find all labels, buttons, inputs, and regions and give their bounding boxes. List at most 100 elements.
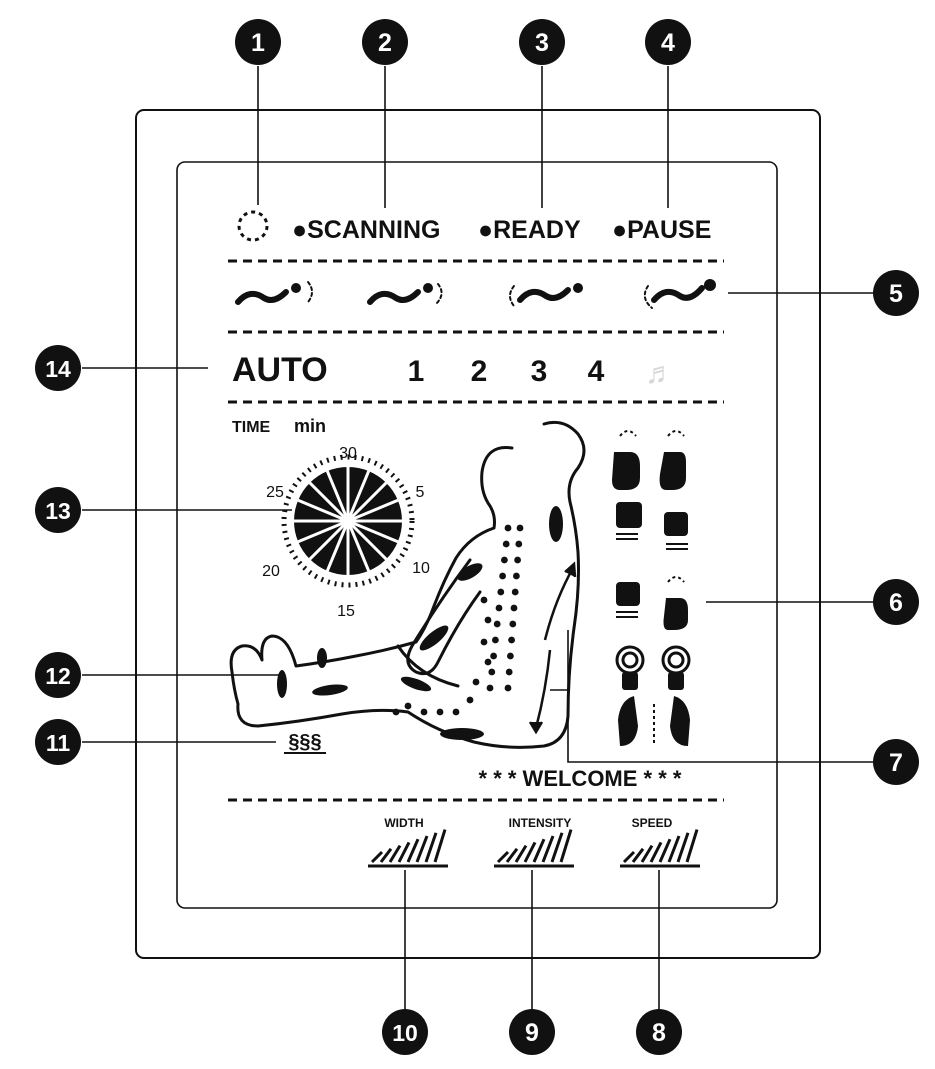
massage-dot (490, 652, 497, 660)
intensity-level-bars (494, 829, 574, 868)
program-2: 2 (471, 355, 488, 388)
massage-dot (504, 684, 512, 692)
level-segment (433, 829, 447, 863)
callout-8-number: 8 (652, 1019, 666, 1047)
timer-spoke (308, 481, 350, 523)
level-segment (640, 844, 654, 863)
massage-dot (502, 540, 510, 548)
roller-travel-arrows (528, 561, 577, 735)
kneading-icon (612, 430, 686, 490)
level-segment (541, 835, 555, 863)
level-segment (379, 847, 393, 863)
arrow-down (534, 649, 552, 729)
status-scanning: ●SCANNING (292, 216, 440, 244)
timer-spoke (347, 519, 399, 544)
massage-dot (472, 678, 480, 686)
massage-dot (495, 604, 503, 612)
arrow-up (543, 567, 575, 641)
callout-badges: 1 2 3 4 5 6 7 8 9 10 11 12 13 14 (35, 19, 919, 1055)
massage-dot (420, 708, 428, 716)
timer-spoke (347, 498, 399, 523)
body-outline (229, 420, 586, 749)
callout-6: 6 (873, 579, 919, 625)
massage-dot (486, 684, 494, 692)
callout-5-number: 5 (889, 280, 903, 308)
width-level-bars (368, 829, 448, 868)
level-segment (406, 838, 420, 863)
level-segment (397, 841, 411, 863)
massage-dot (507, 652, 514, 660)
massage-dot (480, 596, 488, 604)
callout-9: 9 (509, 1009, 555, 1055)
time-label: TIME (232, 419, 271, 436)
knocking-icon (616, 576, 688, 630)
recline-leg-up-icon (509, 283, 583, 307)
level-segment (514, 844, 528, 863)
timer-tick-5: 5 (416, 484, 425, 501)
callout-7-number: 7 (889, 749, 903, 777)
body-massage-dots (392, 524, 524, 716)
massage-dot (511, 588, 519, 596)
time-unit-label: min (294, 416, 326, 436)
callout-4: 4 (645, 19, 691, 65)
timer-spoke (297, 498, 349, 523)
level-segment (496, 850, 510, 864)
welcome-message: * * * WELCOME * * * (479, 766, 682, 791)
massage-dot (505, 668, 513, 676)
level-segment (658, 838, 672, 863)
timer-dotted-ring (281, 454, 415, 588)
timer-tick-10: 10 (412, 560, 430, 577)
heat-icon: §§§ (284, 731, 326, 754)
recline-back-up-icon (235, 281, 313, 305)
timer-tick-30: 30 (339, 445, 357, 462)
rolling-icon (618, 696, 690, 746)
massage-dot (484, 658, 492, 666)
status-ready: ●READY (478, 216, 581, 244)
timer-spoke (308, 519, 350, 561)
callout-1: 1 (235, 19, 281, 65)
intensity-label: INTENSITY (509, 816, 572, 830)
massage-dot (484, 616, 492, 624)
level-segment (388, 844, 402, 863)
callout-6-number: 6 (889, 589, 903, 617)
callout-11-number: 11 (46, 730, 71, 756)
callout-5: 5 (873, 270, 919, 316)
level-segment (667, 835, 681, 863)
leader-7 (567, 630, 874, 763)
massage-dot (515, 540, 523, 548)
callout-3-number: 3 (535, 29, 549, 57)
level-segment (676, 832, 690, 863)
program-3: 3 (531, 355, 548, 388)
seated-body-figure (229, 420, 586, 749)
callout-2-number: 2 (378, 29, 392, 57)
massage-dot (404, 702, 412, 710)
callout-2: 2 (362, 19, 408, 65)
music-note-icon: ♬ (645, 357, 675, 390)
massage-dot (499, 572, 506, 580)
massage-dot (492, 636, 499, 644)
level-segment (622, 850, 636, 864)
hip-line (396, 644, 460, 688)
timer-spoke (325, 520, 350, 572)
program-4: 4 (588, 355, 605, 388)
callout-13: 13 (35, 487, 81, 533)
timer-spokes (294, 467, 402, 575)
callout-1-number: 1 (251, 29, 265, 57)
level-segment (685, 829, 699, 863)
level-segment (415, 835, 429, 863)
callout-14-number: 14 (45, 356, 71, 382)
timer-spoke (346, 470, 371, 522)
heat-symbol: §§§ (288, 731, 321, 753)
timer-spoke (297, 519, 349, 544)
mode-auto: AUTO (232, 351, 328, 389)
timer-spoke (346, 519, 388, 561)
callout-4-number: 4 (661, 29, 675, 57)
body-highlights (277, 506, 563, 740)
massage-dot (436, 708, 444, 716)
timer-spoke (325, 470, 350, 522)
massage-dot (508, 636, 515, 644)
leader-lines (82, 66, 874, 1010)
massage-dot (509, 620, 517, 628)
level-segment (370, 850, 384, 864)
